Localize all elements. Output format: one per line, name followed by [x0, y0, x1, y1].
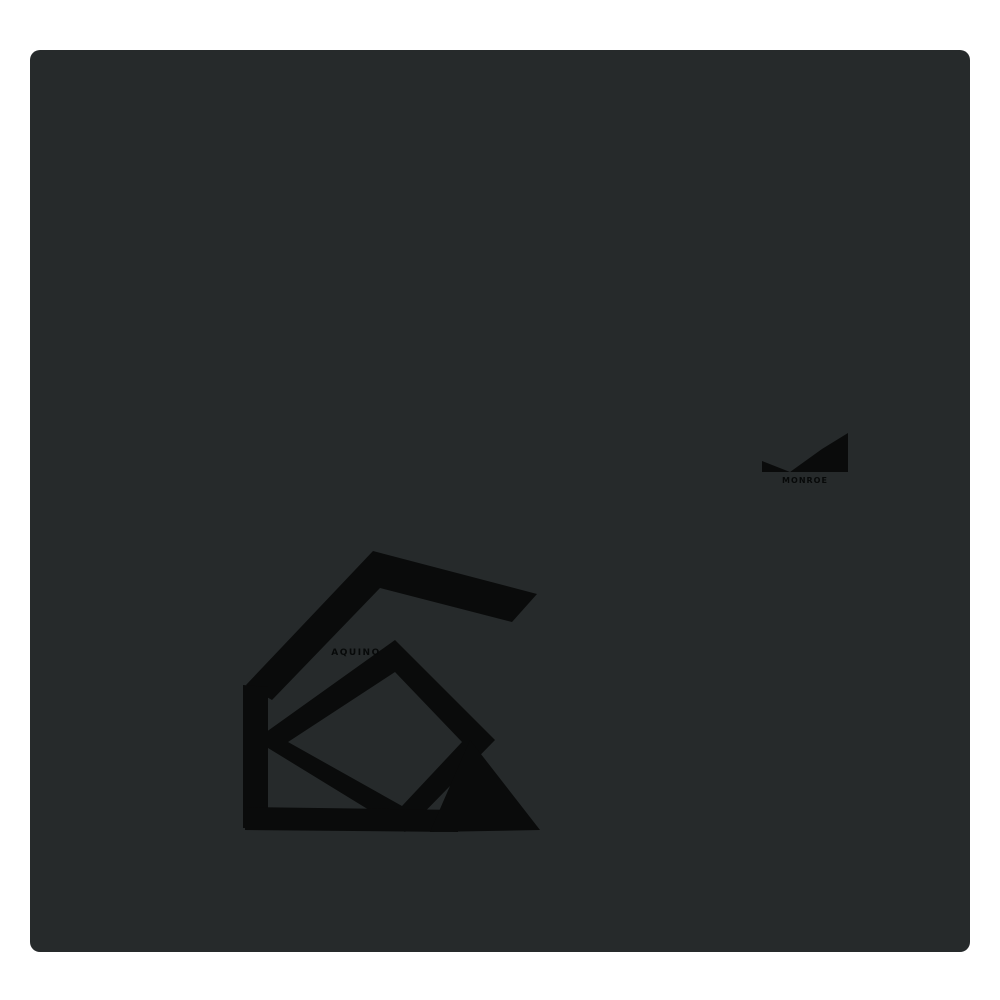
central-landmass-right-wedge — [430, 740, 540, 832]
central-landmass-bottom-strip — [245, 807, 460, 832]
shape-layer — [243, 433, 848, 832]
central-landmass-diamond-ring — [255, 640, 495, 832]
central-landmass-label: AQUINO — [331, 648, 381, 658]
central-landmass-top-band — [246, 551, 537, 700]
map-canvas: MONROE AQUINO — [30, 50, 970, 952]
northeast-landmass-shape — [762, 433, 848, 472]
central-landmass-shape — [243, 551, 540, 832]
central-landmass-left-strip — [243, 685, 268, 828]
northeast-landmass-label: MONROE — [782, 476, 828, 485]
